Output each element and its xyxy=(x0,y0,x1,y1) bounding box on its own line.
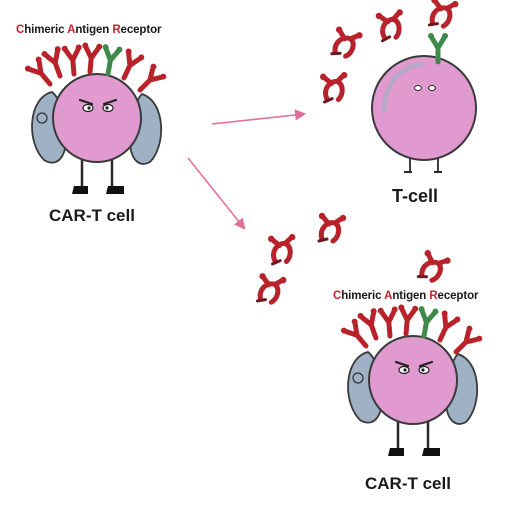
car-t-caption-top: CAR-T cell xyxy=(49,206,135,225)
car-t-cell-bottom-right xyxy=(340,304,484,456)
t-cell-top-right xyxy=(371,33,477,173)
cell-body xyxy=(52,73,142,163)
arrow-to-car-t-cell xyxy=(187,157,246,230)
t-cell-caption: T-cell xyxy=(392,186,439,206)
cell-body xyxy=(371,55,477,161)
car-title-bottom: Chimeric Antigen Receptor xyxy=(333,290,479,302)
right-eye xyxy=(428,85,436,91)
initial-r: R xyxy=(112,24,121,36)
left-foot xyxy=(72,186,88,194)
arrow-to-t-cell xyxy=(211,109,307,125)
cell-body xyxy=(368,335,458,425)
right-foot xyxy=(422,448,440,456)
skull-tattoo-icon xyxy=(36,112,48,124)
initial-c: C xyxy=(16,24,25,36)
left-foot xyxy=(388,448,404,456)
car-title-top: Chimeric Antigen Receptor xyxy=(16,24,162,36)
initial-a: A xyxy=(67,24,76,36)
left-eye xyxy=(414,85,422,91)
skull-tattoo-icon xyxy=(352,372,364,384)
car-t-caption-bottom: CAR-T cell xyxy=(365,474,451,493)
right-foot xyxy=(106,186,124,194)
car-t-cell-top-left xyxy=(24,42,168,194)
